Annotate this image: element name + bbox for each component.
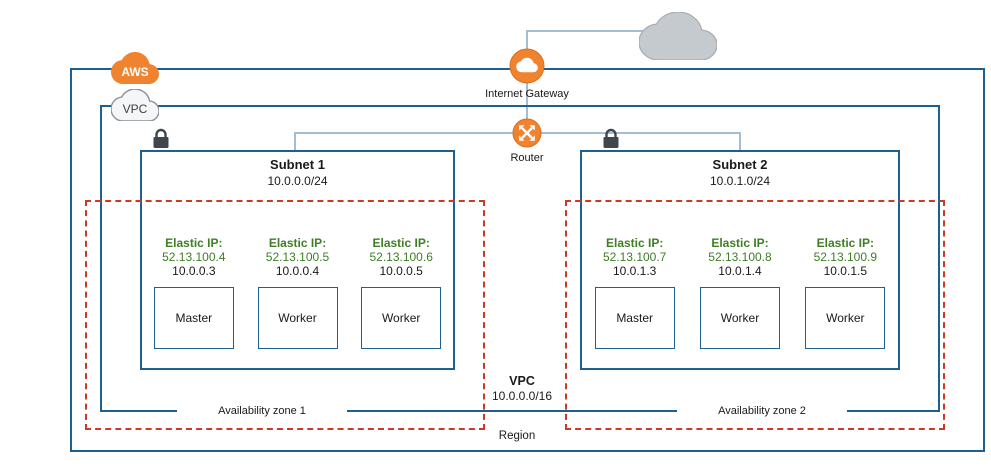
aws-badge-label: AWS [121, 65, 148, 79]
elastic-ip-value: 52.13.100.8 [708, 250, 772, 264]
elastic-ip-label: Elastic IP: [372, 236, 430, 250]
instance-box: Worker [257, 287, 338, 349]
connector-subnet2-drop [739, 132, 741, 151]
router-icon [512, 118, 542, 148]
private-ip-value: 10.0.1.5 [823, 264, 867, 278]
subnet-1-title: Subnet 1 [270, 157, 325, 172]
subnet1-node-master: Elastic IP: 52.13.100.4 10.0.0.3 Master [142, 236, 246, 349]
availability-zone-1-box [85, 200, 485, 430]
connector-router-subnet1-horizontal [295, 132, 513, 134]
instance-box: Master [153, 287, 234, 349]
instance-box: Worker [699, 287, 780, 349]
subnet1-node-worker-2: Elastic IP: 52.13.100.6 10.0.0.5 Worker [349, 236, 453, 349]
subnet2-node-master: Elastic IP: 52.13.100.7 10.0.1.3 Master [582, 236, 687, 349]
connector-router-subnet2-horizontal [541, 132, 741, 134]
connector-igw-router [526, 80, 528, 120]
connector-cloud-vertical [526, 30, 528, 52]
subnet-2-title: Subnet 2 [712, 157, 768, 172]
private-ip-value: 10.0.1.4 [718, 264, 762, 278]
private-ip-value: 10.0.0.5 [379, 264, 423, 278]
instance-role: Worker [720, 311, 760, 325]
subnet-2-nodes: Elastic IP: 52.13.100.7 10.0.1.3 Master … [582, 236, 898, 349]
lock-icon-subnet-1 [151, 127, 171, 150]
elastic-ip-label: Elastic IP: [816, 236, 874, 250]
subnet2-node-worker-2: Elastic IP: 52.13.100.9 10.0.1.5 Worker [793, 236, 898, 349]
subnet2-node-worker-1: Elastic IP: 52.13.100.8 10.0.1.4 Worker [687, 236, 792, 349]
connector-subnet1-drop [294, 132, 296, 151]
elastic-ip-value: 52.13.100.7 [602, 250, 667, 264]
instance-box: Master [594, 287, 675, 349]
internet-gateway-icon [509, 48, 545, 84]
subnet-2-box: Subnet 2 10.0.1.0/24 Elastic IP: 52.13.1… [580, 150, 900, 370]
internet-gateway-label: Internet Gateway [485, 88, 569, 100]
subnet-1-header: Subnet 1 10.0.0.0/24 [142, 152, 453, 188]
vpc-badge-label: VPC [123, 102, 148, 116]
elastic-ip-label: Elastic IP: [605, 236, 664, 250]
availability-zone-1-label: Availability zone 1 [177, 404, 347, 418]
subnet-2-header: Subnet 2 10.0.1.0/24 [582, 152, 898, 188]
instance-role: Master [175, 311, 213, 325]
subnet1-node-worker-1: Elastic IP: 52.13.100.5 10.0.0.4 Worker [246, 236, 350, 349]
vpc-cloud-badge: VPC [110, 88, 160, 122]
instance-box: Worker [361, 287, 442, 349]
subnet-1-nodes: Elastic IP: 52.13.100.4 10.0.0.3 Master … [142, 236, 453, 349]
subnet-2-cidr: 10.0.1.0/24 [709, 174, 771, 188]
elastic-ip-label: Elastic IP: [165, 236, 223, 250]
lock-icon-subnet-2 [601, 127, 621, 150]
elastic-ip-value: 52.13.100.4 [162, 250, 226, 264]
instance-box: Worker [805, 287, 886, 349]
aws-cloud-badge: AWS [111, 52, 159, 84]
instance-role: Worker [826, 311, 865, 325]
instance-role: Worker [278, 311, 317, 325]
elastic-ip-value: 52.13.100.9 [813, 250, 878, 264]
elastic-ip-label: Elastic IP: [268, 236, 327, 250]
internet-cloud-icon [638, 11, 718, 61]
region-label: Region [498, 430, 536, 442]
vpc-label-title: VPC [509, 374, 535, 388]
router-label: Router [510, 152, 544, 164]
vpc-box [100, 105, 940, 412]
connector-cloud-horizontal [527, 30, 649, 32]
elastic-ip-value: 52.13.100.6 [369, 250, 433, 264]
availability-zone-2-box [565, 200, 945, 430]
subnet-1-box: Subnet 1 10.0.0.0/24 Elastic IP: 52.13.1… [140, 150, 455, 370]
subnet-1-cidr: 10.0.0.0/24 [267, 174, 328, 188]
private-ip-value: 10.0.0.3 [172, 264, 216, 278]
elastic-ip-value: 52.13.100.5 [265, 250, 330, 264]
private-ip-value: 10.0.0.4 [275, 264, 320, 278]
instance-role: Worker [381, 311, 421, 325]
vpc-label-cidr: 10.0.0.0/16 [491, 389, 553, 403]
elastic-ip-label: Elastic IP: [711, 236, 769, 250]
vpc-label: VPC 10.0.0.0/16 [457, 374, 587, 404]
instance-role: Master [616, 311, 653, 325]
availability-zone-2-label: Availability zone 2 [677, 404, 847, 418]
private-ip-value: 10.0.1.3 [612, 264, 657, 278]
